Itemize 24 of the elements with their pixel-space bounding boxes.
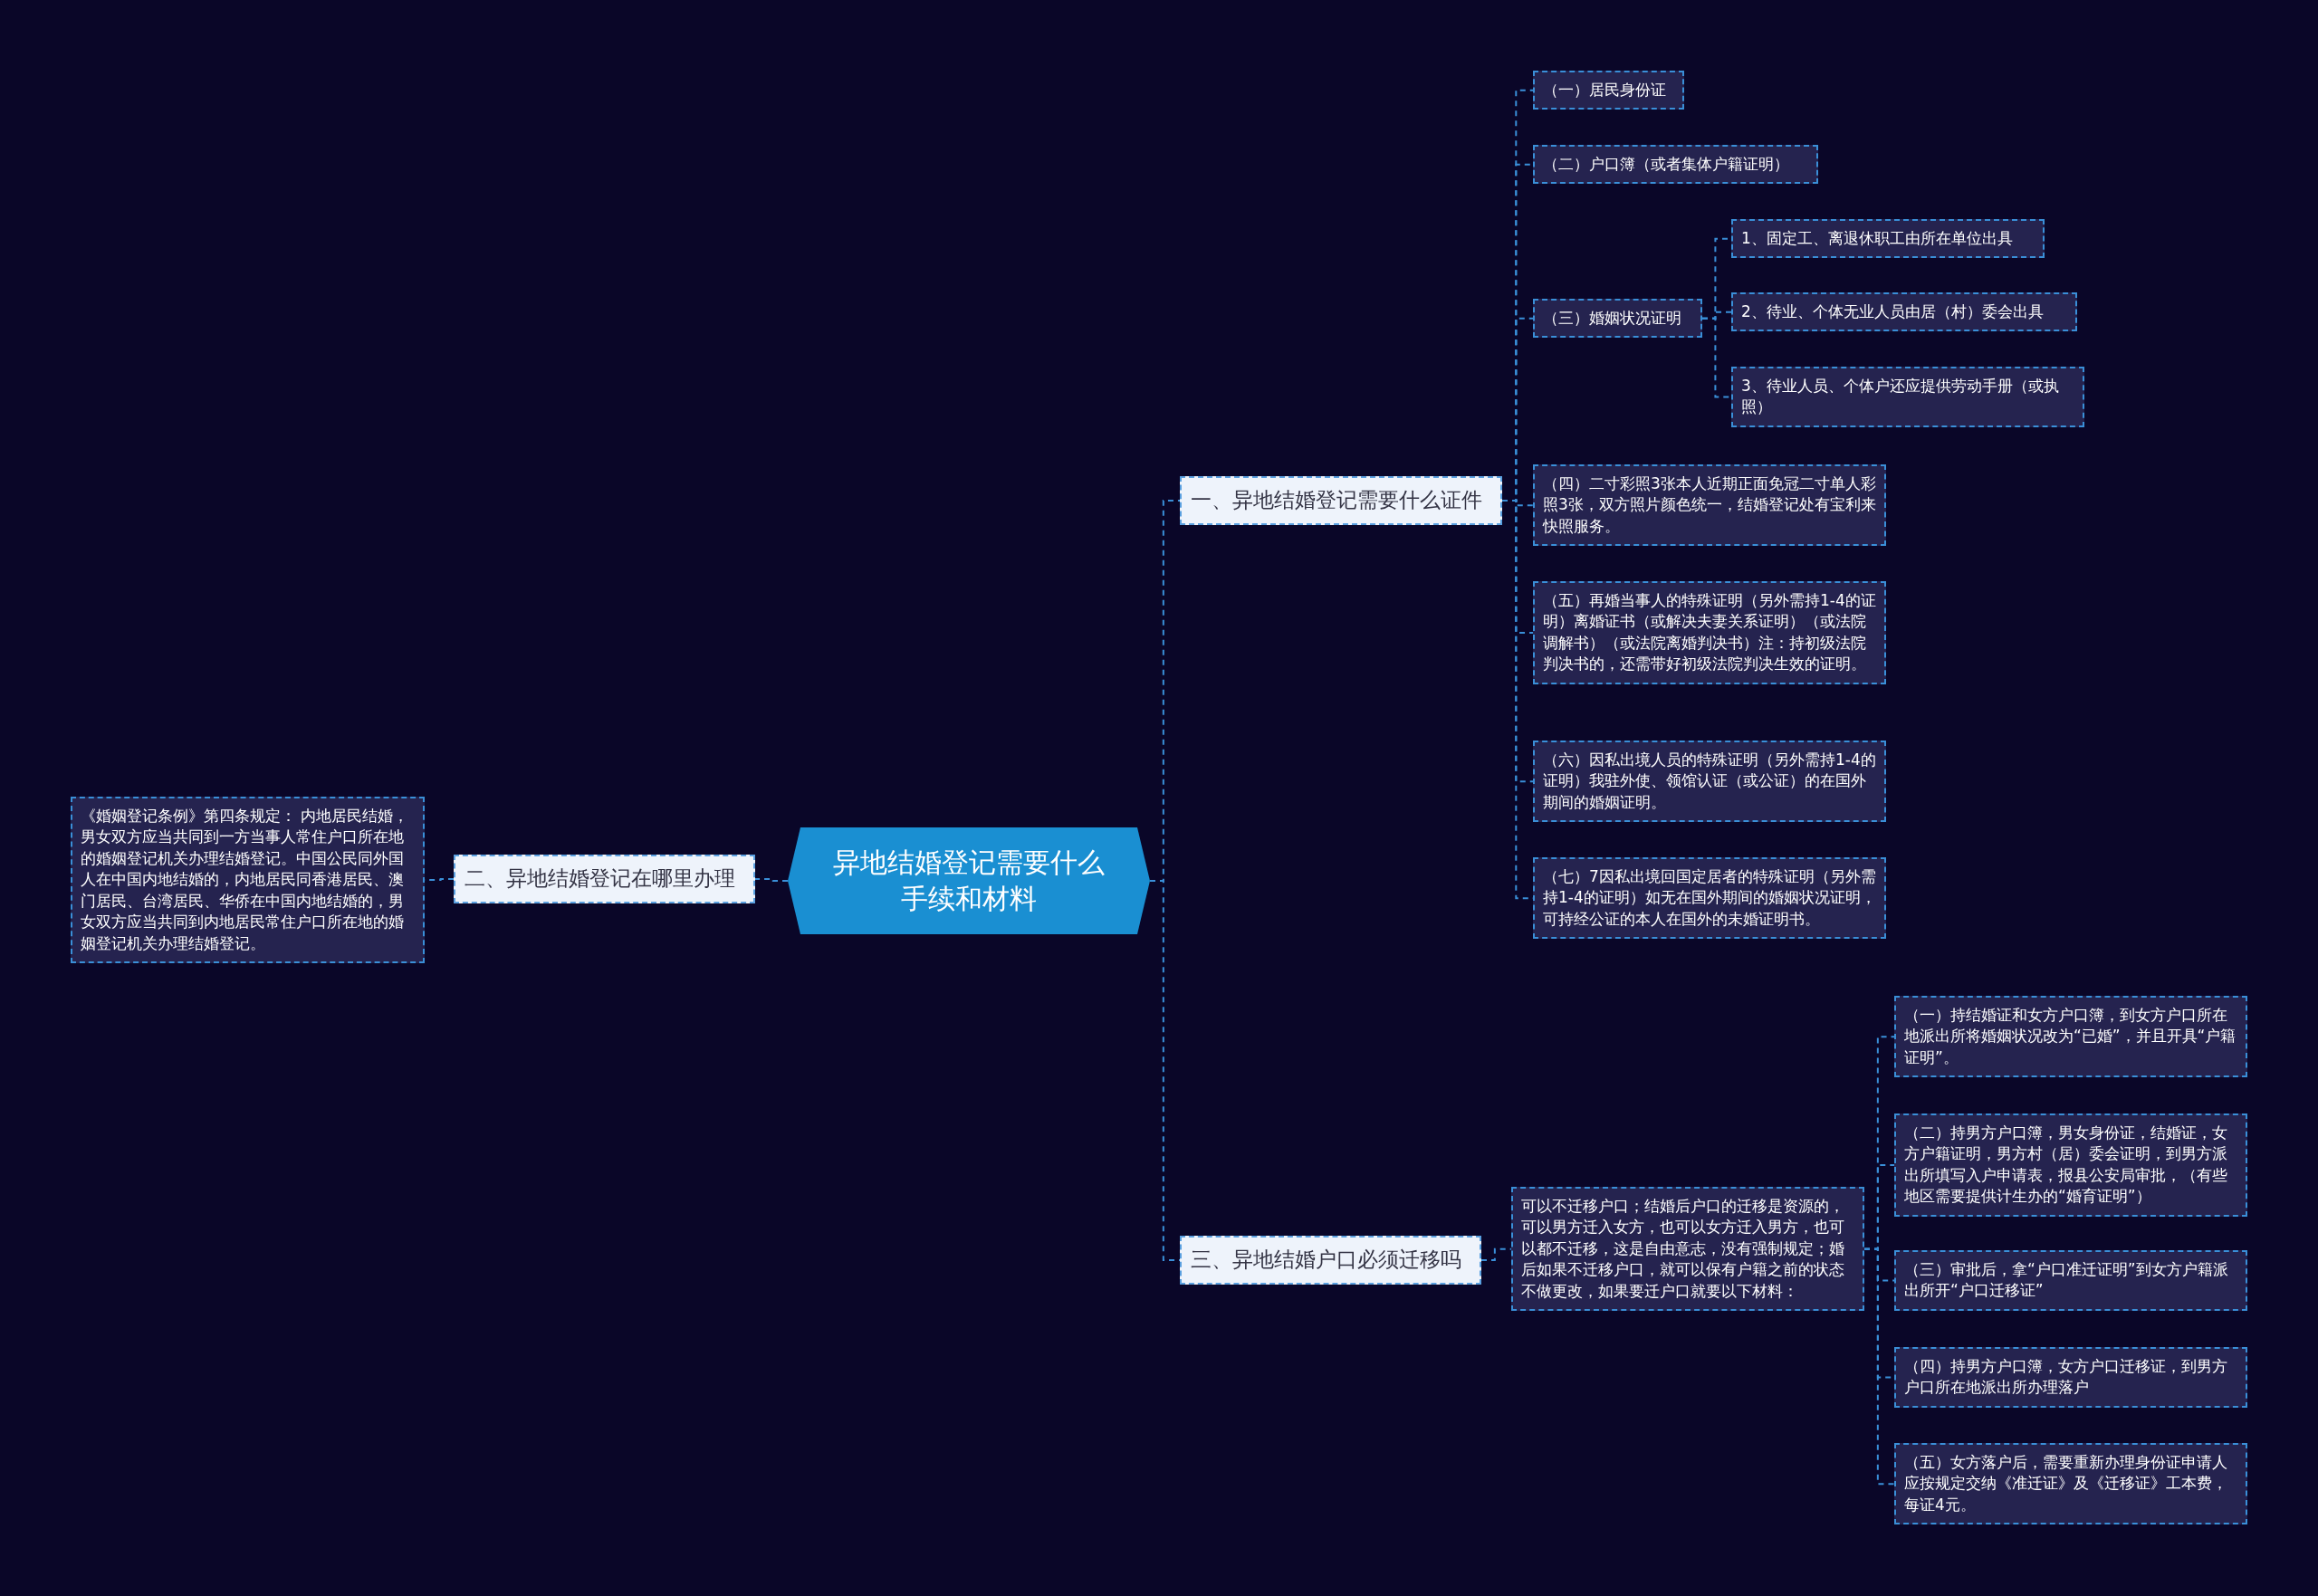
detail-box: （四）二寸彩照3张本人近期正面免冠二寸单人彩照3张，双方照片颜色统一，结婚登记处有宝利来快照服务。 bbox=[1533, 464, 1886, 547]
detail-box: （五）女方落户后，需要重新办理身份证申请人应按规定交纳《准迁证》及《迁移证》工本费，每证4元。 bbox=[1894, 1443, 2247, 1525]
detail-box: （六）因私出境人员的特殊证明（另外需持1-4的证明）我驻外使、领馆认证（或公证）的在国外期间的婚姻证明。 bbox=[1533, 741, 1886, 823]
connector bbox=[754, 877, 789, 882]
detail-box: 可以不迁移户口；结婚后户口的迁移是资源的，可以男方迁入女方，也可以女方迁入男方，也可以都不迁移，这是自由意志，没有强制规定；婚后如果不迁移户口，就可以保有户籍之前的状态不做更改，如果要迁户口就要以下材料： bbox=[1511, 1187, 1864, 1312]
detail-box: 《婚姻登记条例》第四条规定： 内地居民结婚，男女双方应当共同到一方当事人常住户口所在地的婚姻登记机关办理结婚登记。中国公民同外国人在中国内地结婚的，内地居民同香港居民、澳门居民、台湾居民、华侨在中国内地结婚的，男女双方应当共同到内地居民常住户口所在地的婚姻登记机关办理结婚登记。 bbox=[71, 797, 425, 964]
detail-box: （四）持男方户口簿，女方户口迁移证，到男方户口所在地派出所办理落户 bbox=[1894, 1347, 2247, 1408]
detail-box: （三）婚姻状况证明 bbox=[1533, 299, 1702, 339]
detail-box: （一）居民身份证 bbox=[1533, 71, 1684, 110]
connector bbox=[1480, 1247, 1512, 1261]
detail-box: （二）户口簿（或者集体户籍证明） bbox=[1533, 145, 1818, 185]
detail-box: 1、固定工、离退休职工由所在单位出具 bbox=[1731, 219, 2045, 259]
detail-box: （三）审批后，拿“户口准迁证明”到女方户籍派出所开“户口迁移证” bbox=[1894, 1250, 2247, 1311]
detail-box: 3、待业人员、个体户还应提供劳动手册（或执照） bbox=[1731, 367, 2084, 427]
detail-box: （五）再婚当事人的特殊证明（另外需持1-4的证明）离婚证书（或解决夫妻关系证明）（或法院调解书）（或法院离婚判决书）注：持初级法院判决书的，还需带好初级法院判决生效的证明。 bbox=[1533, 581, 1886, 684]
topic-box: 三、异地结婚户口必须迁移吗 bbox=[1180, 1236, 1481, 1285]
central-topic-box: 异地结婚登记需要什么手续和材料 bbox=[788, 827, 1150, 934]
detail-box: （七）7因私出境回国定居者的特殊证明（另外需持1-4的证明）如无在国外期间的婚姻状况证明，可持经公证的本人在国外的未婚证明书。 bbox=[1533, 857, 1886, 940]
topic-box: 二、异地结婚登记在哪里办理 bbox=[454, 855, 755, 903]
detail-box: 2、待业、个体无业人员由居（村）委会出具 bbox=[1731, 292, 2077, 332]
connector bbox=[1863, 1247, 1895, 1486]
detail-box: （二）持男方户口簿，男女身份证，结婚证，女方户籍证明，男方村（居）委会证明，到男方派出所填写入户申请表，报县公安局审批，（有些地区需要提供计生办的“婚育证明”） bbox=[1894, 1113, 2247, 1217]
topic-box: 一、异地结婚登记需要什么证件 bbox=[1180, 476, 1502, 525]
detail-box: （一）持结婚证和女方户口簿，到女方户口所在地派出所将婚姻状况改为“已婚”，并且开具“户籍证明”。 bbox=[1894, 996, 2247, 1078]
